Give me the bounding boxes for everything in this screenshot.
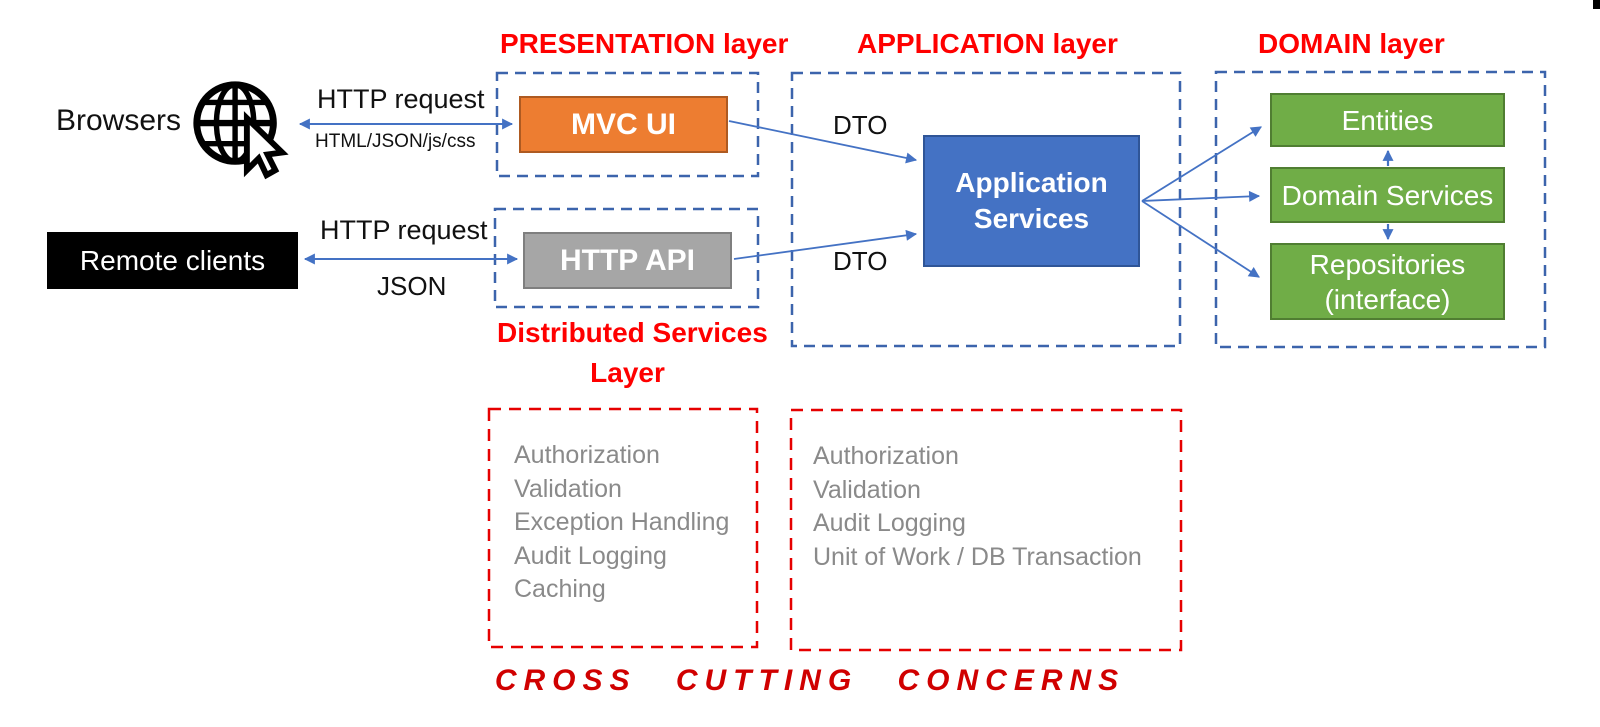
presentation-layer-label: PRESENTATION layer bbox=[500, 28, 789, 59]
remote-json-label: JSON bbox=[377, 271, 447, 301]
remote-clients-node: Remote clients bbox=[47, 232, 298, 289]
http-api-node: HTTP API bbox=[523, 232, 732, 289]
repositories-label-line1: Repositories bbox=[1309, 248, 1466, 280]
list-item: Validation bbox=[813, 475, 921, 504]
cross-cutting-concerns-title: CROSS CUTTING CONCERNS bbox=[494, 664, 1126, 697]
application-services-label-line1: Application bbox=[955, 167, 1108, 198]
http-api-label: HTTP API bbox=[559, 243, 695, 277]
mvc-ui-label: MVC UI bbox=[571, 107, 676, 141]
domain-layer-dashed-box bbox=[1214, 70, 1547, 349]
arrow-appservices-repositories bbox=[1141, 200, 1260, 278]
cross-cutting-application-dashed-box bbox=[789, 408, 1183, 652]
list-item: Unit of Work / DB Transaction bbox=[813, 542, 1142, 571]
arrow-mvcui-appservices bbox=[728, 120, 918, 164]
list-item: Exception Handling bbox=[514, 508, 730, 536]
browser-response-label: HTML/JSON/js/css bbox=[315, 131, 476, 152]
list-item: Audit Logging bbox=[813, 509, 966, 537]
distributed-services-label-line1: Distributed Services bbox=[497, 317, 768, 348]
cursor-icon bbox=[243, 111, 289, 180]
globe-pointer-icon bbox=[186, 72, 294, 180]
repositories-node: Repositories (interface) bbox=[1270, 243, 1505, 320]
browser-http-request-label: HTTP request bbox=[317, 84, 485, 114]
dto-bottom-label: DTO bbox=[833, 246, 888, 276]
distributed-services-label-line2: Layer bbox=[590, 357, 665, 388]
dto-top-label: DTO bbox=[833, 110, 888, 140]
arrow-appservices-entities bbox=[1141, 126, 1262, 202]
cross-cutting-presentation-dashed-box bbox=[487, 407, 759, 649]
domain-services-label: Domain Services bbox=[1281, 179, 1494, 211]
remote-clients-label: Remote clients bbox=[79, 244, 266, 276]
entities-label: Entities bbox=[1341, 104, 1434, 136]
browsers-label: Browsers bbox=[56, 104, 182, 137]
list-item: Audit Logging bbox=[514, 541, 667, 570]
application-layer-dashed-box bbox=[790, 71, 1182, 348]
list-item: Caching bbox=[514, 575, 606, 603]
mvc-ui-node: MVC UI bbox=[519, 96, 728, 153]
entities-node: Entities bbox=[1270, 93, 1505, 147]
remote-http-request-label: HTTP request bbox=[320, 215, 488, 245]
list-item: Validation bbox=[514, 474, 622, 503]
repositories-label-line2: (interface) bbox=[1324, 283, 1451, 315]
domain-services-node: Domain Services bbox=[1270, 167, 1505, 223]
list-item: Authorization bbox=[813, 442, 959, 470]
cross-cutting-presentation-list: Authorization Validation Exception Handl… bbox=[489, 409, 757, 647]
cross-cutting-application-list: Authorization Validation Audit Logging U… bbox=[791, 410, 1181, 650]
application-services-node: Application Services bbox=[923, 135, 1140, 267]
arrow-appservices-domainservices bbox=[1141, 190, 1261, 202]
application-services-label-line2: Services bbox=[973, 203, 1090, 234]
application-layer-label: APPLICATION layer bbox=[857, 28, 1118, 59]
arrow-httpapi-appservices bbox=[733, 229, 918, 260]
domain-layer-label: DOMAIN layer bbox=[1258, 28, 1445, 59]
list-item: Authorization bbox=[514, 441, 660, 469]
corner-artifact bbox=[1593, 0, 1600, 9]
